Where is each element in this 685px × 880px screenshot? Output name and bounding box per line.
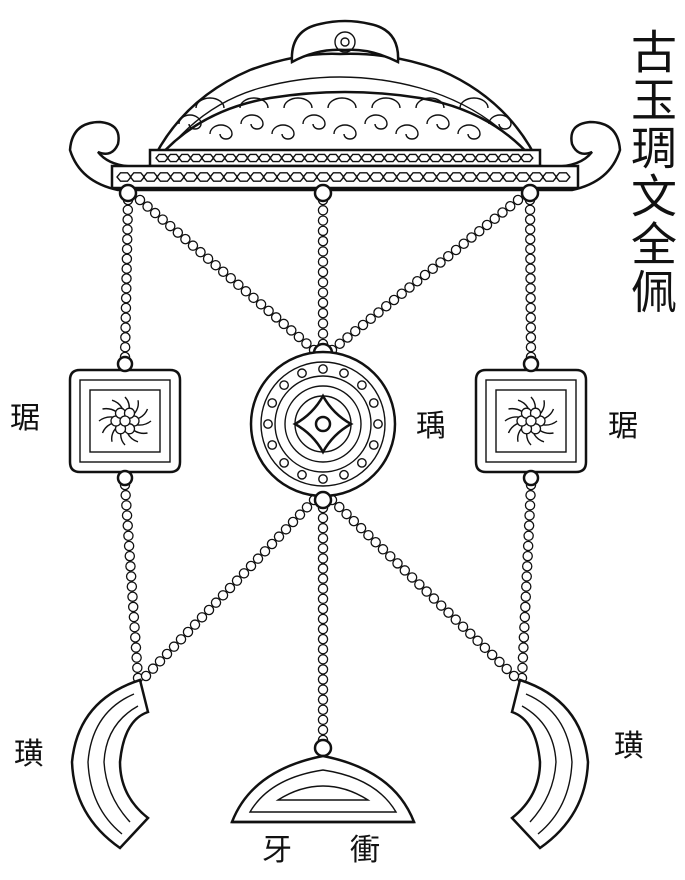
label-heng: 衝 xyxy=(350,833,380,868)
ya-half-disc xyxy=(230,738,416,824)
yu-disc-center xyxy=(249,342,397,510)
cloud-scroll-pattern xyxy=(178,97,512,140)
label-ya: 牙 xyxy=(262,833,292,868)
flower-rosette-left xyxy=(98,396,152,446)
huang-right xyxy=(510,678,590,850)
label-ju-right: 琚 xyxy=(608,409,638,444)
label-yu: 瑀 xyxy=(416,409,446,444)
flower-rosette-right xyxy=(504,396,558,446)
label-huang-right: 璜 xyxy=(614,729,644,764)
label-huang-left: 璜 xyxy=(14,737,44,772)
disc-scroll-ring xyxy=(263,364,383,484)
loop-left xyxy=(118,183,138,203)
page-title: 古玉琱文全佩 xyxy=(624,28,678,316)
huang-left xyxy=(70,678,150,850)
crossbar-hexagon-pattern xyxy=(116,172,571,182)
ju-plaque-left xyxy=(68,355,182,487)
loop-right xyxy=(520,183,540,203)
crest-knob xyxy=(290,19,400,65)
ju-plaque-right xyxy=(474,355,588,487)
label-ju-left: 琚 xyxy=(10,401,40,436)
top-crossbar xyxy=(68,19,622,203)
loop-center xyxy=(313,183,333,203)
hexagon-band xyxy=(155,153,534,163)
